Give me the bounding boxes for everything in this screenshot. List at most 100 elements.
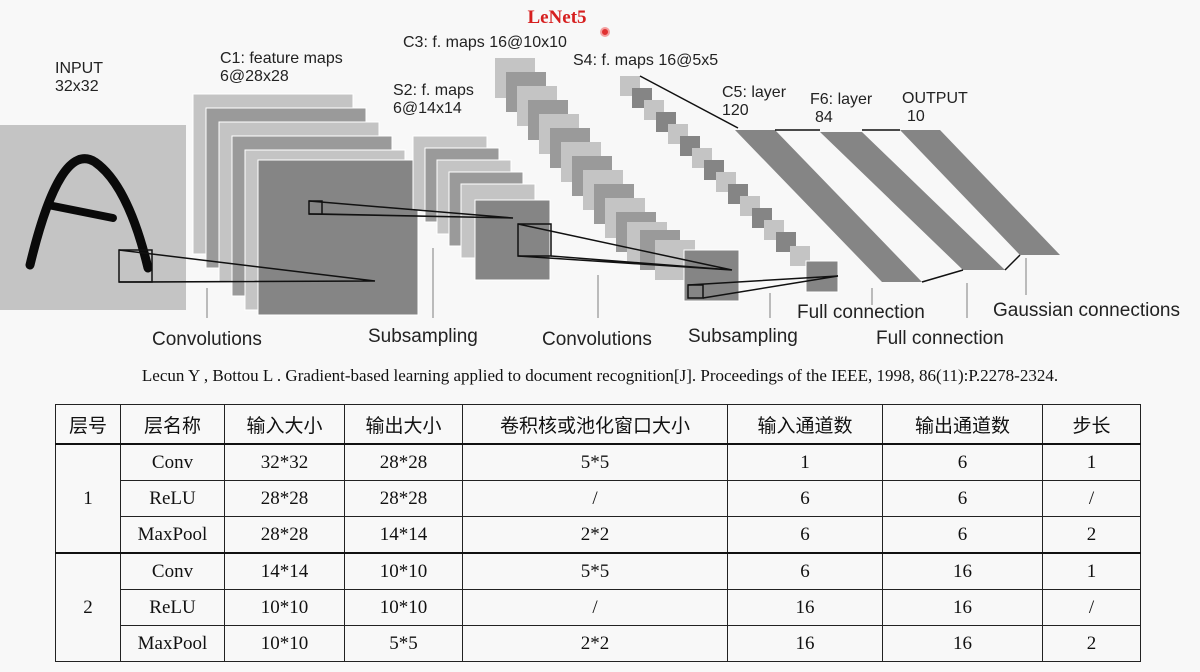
table-cell: 32*32 [224,443,345,481]
table-cell: 16 [727,625,883,662]
layer-number-cell: 2 [55,552,121,662]
table-cell: 6 [882,516,1043,554]
op-gaussian-connections: Gaussian connections [993,300,1180,321]
table-cell: Conv [120,443,225,481]
table-cell: 2*2 [462,516,728,554]
citation: Lecun Y , Bottou L . Gradient-based lear… [141,366,1059,385]
header-input-size: 输入大小 [224,404,345,445]
table-cell: 14*14 [344,516,463,554]
table-cell: Conv [120,552,225,590]
projection-input-c1 [118,249,376,283]
table-cell: 2*2 [462,625,728,662]
table-row: MaxPool 10*10 5*5 2*2 16 16 2 [56,625,1141,662]
table-cell: 6 [727,480,883,517]
diagram-title: LeNet5 [527,7,586,28]
c5-layer [735,130,922,282]
op-convolutions-2: Convolutions [542,329,652,350]
table-cell: 5*5 [462,552,728,590]
table-cell: / [1042,589,1141,626]
table-cell: 6 [727,552,883,590]
output-size: 10 [907,108,925,125]
table-cell: 14*14 [224,552,345,590]
layer-spec-table: 层号 层名称 输入大小 输出大小 卷积核或池化窗口大小 输入通道数 输出通道数 … [55,404,1141,662]
s2-size: 6@14x14 [393,100,462,117]
f6-size: 84 [815,109,833,126]
table-row: 1 Conv 32*32 28*28 5*5 1 6 1 [55,443,1141,554]
c1-size: 6@28x28 [220,68,289,85]
input-size: 32x32 [55,78,99,95]
table-cell: 1 [1042,552,1141,590]
table-row: ReLU 28*28 28*28 / 6 6 / [56,480,1141,517]
table-cell: 10*10 [224,625,345,662]
connection-s4-c5 [639,75,739,129]
table-row: MaxPool 28*28 14*14 2*2 6 6 2 [56,516,1141,554]
table-cell: / [1042,480,1141,517]
table-cell: 28*28 [344,443,463,481]
table-cell: 16 [882,589,1043,626]
op-full-connection-1: Full connection [797,302,925,323]
op-subsampling-1: Subsampling [368,326,478,347]
header-output-channels: 输出通道数 [882,404,1043,445]
input-label: INPUT [55,60,103,77]
s2-label: S2: f. maps [393,82,474,99]
s4-label: S4: f. maps 16@5x5 [573,52,718,69]
table-cell: 5*5 [344,625,463,662]
table-cell: 16 [882,552,1043,590]
table-cell: 16 [882,625,1043,662]
table-cell: 16 [727,589,883,626]
table-header-row: 层号 层名称 输入大小 输出大小 卷积核或池化窗口大小 输入通道数 输出通道数 … [55,404,1141,445]
table-cell: / [462,480,728,517]
table-cell: 5*5 [462,443,728,481]
c3-feature-maps [495,58,740,302]
table-cell: 6 [727,516,883,554]
input-image [0,125,186,310]
projection-c1-s2 [308,200,514,219]
table-cell: / [462,589,728,626]
table-cell: 1 [727,443,883,481]
layer-number-cell: 1 [55,443,121,554]
f6-layer [820,132,1005,270]
c3-label: C3: f. maps 16@10x10 [403,34,567,51]
connection-c5-f6 [775,129,964,283]
operation-tick-marks [206,248,1027,318]
projection-c3-s4 [687,275,839,299]
table-cell: 10*10 [344,589,463,626]
connection-f6-output [862,129,1021,271]
table-cell: 28*28 [224,480,345,517]
header-kernel-size: 卷积核或池化窗口大小 [462,404,728,445]
header-input-channels: 输入通道数 [727,404,883,445]
table-cell: 6 [882,443,1043,481]
table-cell: 2 [1042,516,1141,554]
header-layer-name: 层名称 [120,404,225,445]
red-dot-marker [600,27,610,37]
table-row: ReLU 10*10 10*10 / 16 16 / [56,589,1141,626]
output-layer [900,130,1060,255]
table-cell: ReLU [120,589,225,626]
table-cell: 10*10 [224,589,345,626]
table-cell: MaxPool [120,516,225,554]
lenet5-architecture-diagram: LeNet5 INPUT 32x32 C1: feature maps 6@28… [0,7,1180,350]
op-convolutions-1: Convolutions [152,329,262,350]
table-cell: 28*28 [224,516,345,554]
table-cell: 6 [882,480,1043,517]
table-cell: ReLU [120,480,225,517]
header-output-size: 输出大小 [344,404,463,445]
op-full-connection-2: Full connection [876,328,1004,349]
s4-feature-maps [620,76,839,293]
table-cell: 1 [1042,443,1141,481]
projection-s2-c3 [517,223,733,271]
output-label: OUTPUT [902,90,968,107]
header-layer-no: 层号 [55,404,121,445]
table-cell: MaxPool [120,625,225,662]
s2-feature-maps [412,135,552,281]
f6-label: F6: layer [810,91,873,108]
c1-label: C1: feature maps [220,50,343,67]
table-cell: 2 [1042,625,1141,662]
c5-label: C5: layer [722,84,787,101]
table-cell: 28*28 [344,480,463,517]
c5-size: 120 [722,102,749,119]
table-cell: 10*10 [344,552,463,590]
header-stride: 步长 [1042,404,1141,445]
table-row: 2 Conv 14*14 10*10 5*5 6 16 1 [55,552,1141,662]
op-subsampling-2: Subsampling [688,326,798,347]
